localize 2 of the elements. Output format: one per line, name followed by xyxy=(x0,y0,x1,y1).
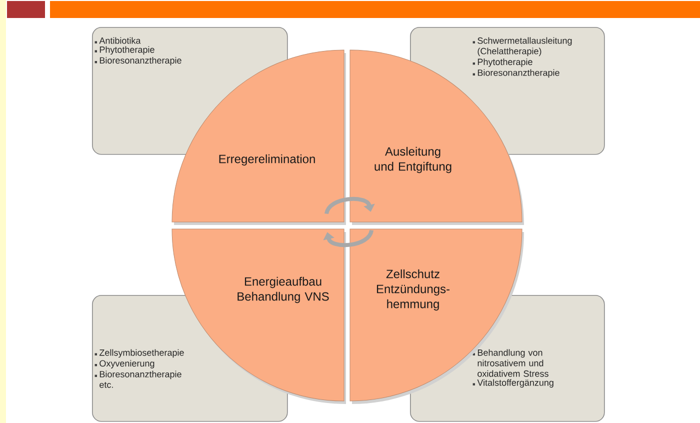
cycle-arrow xyxy=(324,196,375,214)
cycle-arrow xyxy=(323,230,374,248)
